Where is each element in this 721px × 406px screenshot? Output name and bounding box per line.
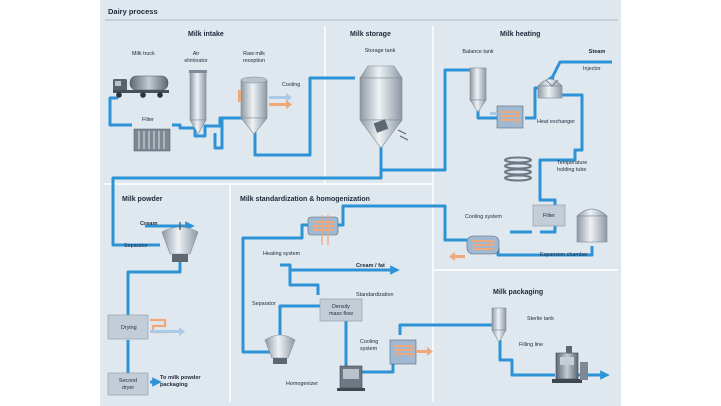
label-filling-line: Filling line [519, 342, 543, 348]
heat-exchanger-icon [490, 105, 524, 129]
label-storage-tank: Storage tank [365, 48, 396, 54]
label-to-powder-1: To milk powder [160, 375, 201, 381]
heating-system-icon [307, 215, 339, 245]
label-second-dryer-2: dryer [122, 385, 134, 391]
storage-tank-icon [359, 65, 409, 149]
holding-tube-icon [504, 156, 532, 182]
label-air-2: eliminator [184, 58, 208, 64]
diagram-panel [100, 0, 621, 406]
section-standardization: Milk standardization & homogenization [240, 196, 370, 203]
cooling-system-2-icon [389, 339, 433, 365]
section-milk-powder: Milk powder [122, 196, 163, 203]
label-cooling-2a: Cooling [360, 339, 378, 345]
label-cooling: Cooling [282, 82, 300, 88]
label-filter-2: Filter [543, 213, 555, 219]
section-milk-storage: Milk storage [350, 31, 391, 38]
label-separator-2: Separator [252, 301, 276, 307]
section-milk-intake: Milk intake [188, 31, 224, 38]
label-cream: Cream [140, 221, 157, 227]
balance-tank-icon [469, 67, 487, 113]
label-expansion-chamber: Expansion chamber [540, 252, 588, 258]
section-milk-packaging: Milk packaging [493, 289, 543, 296]
label-heat-exchanger: Heat exchanger [537, 119, 575, 125]
density-mass-flow-box [319, 298, 363, 322]
separator-2-icon [264, 334, 296, 364]
label-separator: Separator [124, 243, 148, 249]
label-standardization: Standardization [356, 292, 393, 298]
label-heating-system: Heating system [263, 251, 301, 257]
section-dividers [103, 26, 618, 402]
air-eliminator-icon [189, 70, 207, 135]
milk-truck-icon [113, 75, 169, 98]
label-density-1: Density [332, 304, 350, 310]
label-to-powder-2: packaging [160, 382, 188, 388]
expansion-chamber-icon [576, 208, 608, 243]
pipe-network [108, 60, 612, 387]
label-raw-milk-1: Raw milk [243, 51, 265, 57]
label-balance-tank: Balance tank [462, 49, 493, 55]
label-sterile-tank: Sterile tank [527, 316, 554, 322]
label-cooling-2b: system [360, 346, 378, 352]
label-injector: Injector [583, 66, 601, 72]
homogenizer-icon [337, 365, 365, 391]
label-steam: Steam [589, 49, 606, 55]
cooling-system-icon [449, 235, 500, 261]
filter-icon [133, 128, 171, 152]
filling-line-icon [552, 346, 588, 383]
label-cream-fat: Cream / fat [356, 263, 385, 269]
label-temp-tube-1: Temperature [557, 160, 587, 166]
label-air-1: Air [193, 51, 200, 57]
separator-icon [161, 222, 199, 262]
label-density-2: mass flow [329, 311, 353, 317]
label-temp-tube-2: holding tube [557, 167, 586, 173]
label-milk-truck: Milk truck [132, 51, 155, 57]
section-milk-heating: Milk heating [500, 31, 540, 38]
label-filter: Filter [142, 117, 154, 123]
label-drying: Drying [121, 325, 137, 331]
label-cooling-system: Cooling system [465, 214, 502, 220]
filter-2-icon [532, 204, 566, 227]
label-homogenizer: Homogenizer [286, 381, 318, 387]
diagram-title: Dairy process [108, 7, 158, 16]
second-dryer-icon [107, 372, 149, 396]
label-second-dryer-1: Second [119, 378, 137, 384]
drying-icon [107, 314, 185, 340]
raw-milk-tank-icon [238, 76, 268, 135]
label-raw-milk-2: reception [243, 58, 265, 64]
injector-icon [537, 78, 563, 99]
cooling-arrows-icon [269, 93, 292, 109]
sterile-tank-icon [491, 307, 507, 343]
